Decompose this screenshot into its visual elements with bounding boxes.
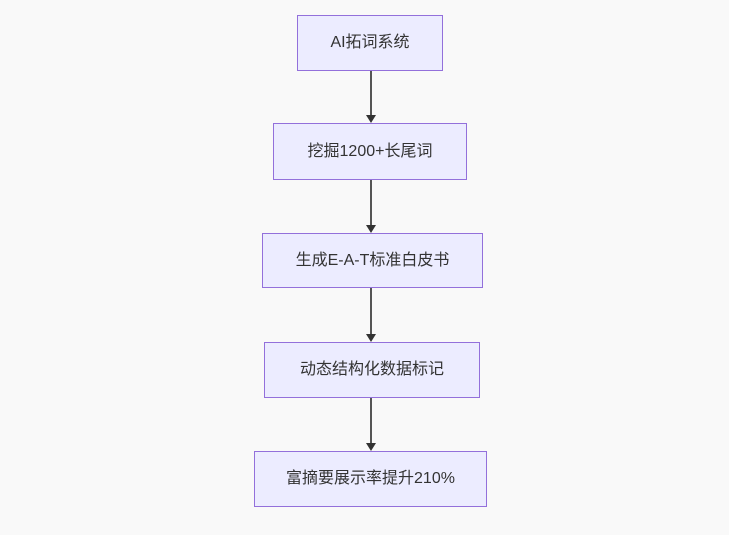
flow-arrow-1: [365, 71, 376, 123]
node-label: AI拓词系统: [330, 34, 410, 52]
node-label: 富摘要展示率提升210%: [286, 470, 455, 488]
flowchart-node-ai-keyword-system: AI拓词系统: [297, 15, 443, 71]
node-label: 生成E-A-T标准白皮书: [295, 251, 450, 269]
flow-arrow-2: [365, 180, 376, 233]
flow-arrow-4: [365, 398, 376, 451]
flowchart-node-eat-whitepaper: 生成E-A-T标准白皮书: [262, 233, 483, 288]
flow-arrow-3: [365, 288, 376, 342]
node-label: 动态结构化数据标记: [299, 361, 444, 379]
flowchart-node-rich-snippet-result: 富摘要展示率提升210%: [254, 451, 487, 507]
node-label: 挖掘1200+长尾词: [307, 142, 433, 160]
flowchart-node-structured-data-markup: 动态结构化数据标记: [264, 342, 480, 398]
flowchart-node-longtail-mining: 挖掘1200+长尾词: [273, 123, 467, 180]
